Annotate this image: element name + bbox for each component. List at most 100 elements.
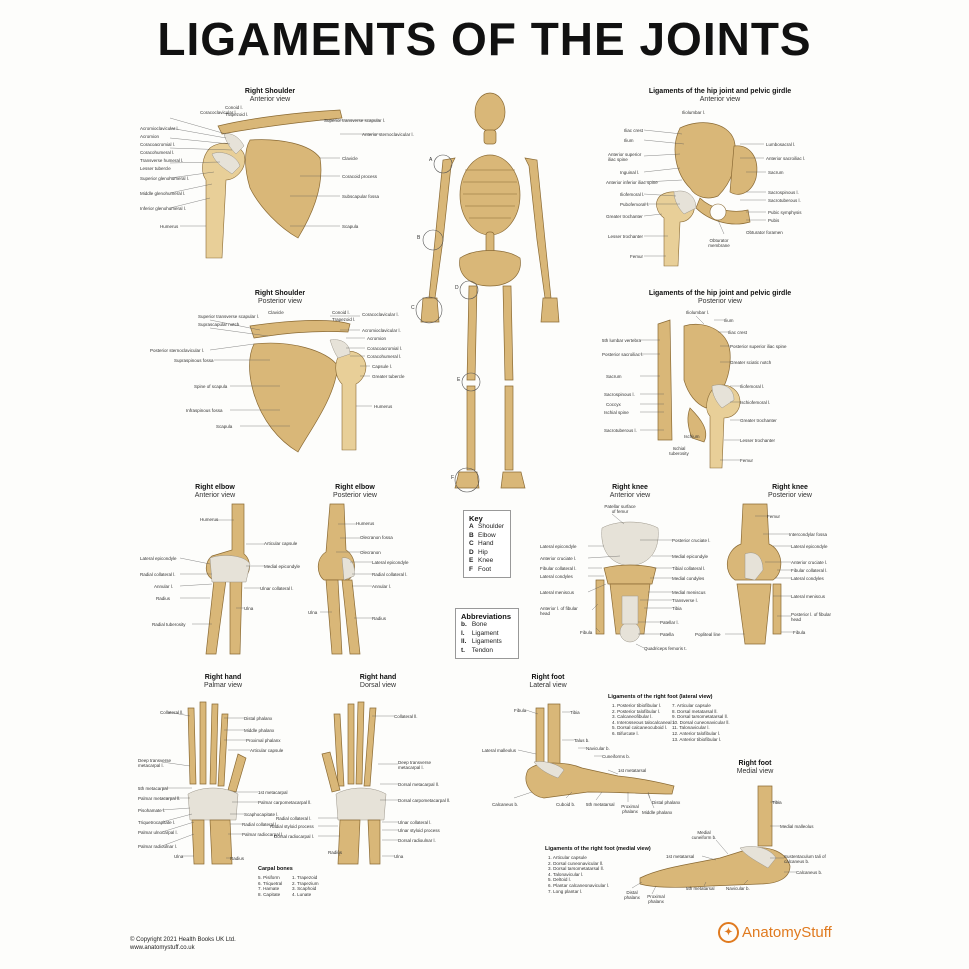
list-item: 5. Pisiform (258, 875, 280, 880)
label-fibular-collateral: Fibular collateral l. (540, 566, 577, 571)
label-quadriceps-femoris: Quadriceps femoris t. (644, 646, 687, 651)
abbreviation-item: l. Ligament (461, 629, 499, 637)
label-greater-sciatic-notch: Greater sciatic notch (730, 360, 772, 365)
label-olecranon: Olecranon (360, 550, 381, 555)
elbow-posterior-illustration (317, 503, 372, 655)
label-cuneiforms: Cuneiforms b. (602, 754, 631, 759)
label-fibula: Fibula (793, 630, 806, 635)
label-lateral-epicondyle: Lateral epicondyle (140, 556, 177, 561)
marker-d: D (455, 285, 459, 291)
panel-knee-anterior: Right knee Anterior view (540, 484, 720, 659)
panel-subtitle: Posterior view (768, 492, 812, 499)
label-lateral-condyles: Lateral condyles (791, 576, 824, 581)
label-talus: Talus b. (574, 738, 590, 743)
carpal-bones-list-right: 1. Trapezoid 2. Trapezium 3. Scaphoid 4.… (292, 875, 319, 897)
list-item: 5. Deltoid l. (548, 877, 571, 883)
panel-subtitle: Palmar view (203, 682, 243, 689)
label-sacrotuberous: Sacrotuberous l. (604, 428, 637, 433)
knee-posterior-illustration (725, 503, 793, 645)
label-inguinal: Inguinal l. (620, 170, 640, 175)
label-sacrum: Sacrum (606, 374, 622, 379)
label-ilium: Ilium (624, 138, 634, 143)
label-ischium: Ischium (684, 434, 700, 439)
label-radial-collateral: Radial collateral l. (372, 572, 408, 577)
label-calcaneus: Calcaneus b. (796, 870, 823, 875)
label-distal-phalanx: Distal phalanx (244, 716, 273, 721)
panel-subtitle: Dorsal view (359, 682, 397, 689)
list-item: 2. Trapezium (292, 880, 319, 886)
list-item: 1. Posterior tibiofibular l. (612, 703, 662, 708)
label-ulna: Ulna (174, 854, 184, 859)
marker-e: E (457, 377, 461, 383)
panel-title: Right hand (359, 674, 397, 681)
label-calcaneus: Calcaneus b. (492, 802, 519, 807)
label-humerus: Humerus (200, 517, 219, 522)
label-greater-trochanter: Greater trochanter (606, 214, 643, 219)
label-fibular-collateral: Fibular collateral l. (791, 568, 828, 573)
label-greater-tubercle: Greater tubercle (372, 374, 405, 379)
label-iliac-crest: Iliac crest (624, 128, 644, 133)
label-tibia: Tibia (570, 710, 580, 715)
label-palmar-radioulnar: Palmar radioulnar l. (138, 844, 178, 849)
shoulder-anterior-illustration (169, 109, 380, 259)
copyright-text: © Copyright 2021 Health Books UK Ltd. (130, 937, 236, 943)
hand-dorsal-illustration (318, 701, 398, 865)
label-tibia: Tibia (672, 606, 682, 611)
anatomystuff-logo-icon: ✦ (718, 922, 739, 943)
label-iliofemoral: Iliofemoral l. (620, 192, 645, 197)
list-item: 6. Triquetral (258, 880, 283, 886)
label-acromioclavicular: Acromioclavicular l. (362, 328, 401, 333)
label-anterior-superior-iliac-spine: Anterior superior iliac spine (608, 152, 642, 162)
label-superior-transverse-scapular: Superior transverse scapular l. (324, 118, 386, 123)
list-item: 13. Anterior tibiofibular l. (672, 736, 722, 742)
panel-title: Right foot (531, 674, 565, 681)
panel-title: Ligaments of the hip joint and pelvic gi… (648, 88, 792, 95)
panel-title: Ligaments of the hip joint and pelvic gi… (648, 290, 792, 297)
label-anterior-inferior-iliac-spine: Anterior inferior iliac spine (606, 180, 658, 185)
label-lateral-meniscus: Lateral meniscus (791, 594, 826, 599)
label-coracoid-process: Coracoid process (342, 174, 378, 179)
panel-subtitle: Anterior view (609, 492, 651, 499)
label-scapula: Scapula (216, 424, 233, 429)
label-proximal-phalanx: Proximal phalanx (246, 738, 281, 743)
panel-hand-palmar: Right hand Palmar view (138, 674, 312, 874)
label-spine-of-scapula: Spine of scapula (194, 384, 228, 389)
label-posterior-cruciate: Posterior cruciate l. (672, 538, 711, 543)
label-proximal-phalanx: Proximal phalanx (647, 894, 665, 904)
list-item: 1. Articular capsule (548, 855, 587, 860)
panel-subtitle: Posterior view (698, 298, 742, 305)
label-annular: Annular l. (154, 584, 174, 589)
label-anterior-sternoclavicular: Anterior sternoclavicular l. (362, 132, 414, 137)
label-ulna: Ulna (308, 610, 318, 615)
list-item: 7. Long plantar l. (548, 888, 583, 894)
label-middle-phalanx: Middle phalanx (642, 810, 673, 815)
label-pubis: Pubis (768, 218, 780, 223)
label-anterior-sacroiliac: Anterior sacroiliac l. (766, 156, 806, 161)
panel-foot-lateral: Right foot Lateral view Fibula Tibia Tal… (478, 674, 698, 834)
label-radial-collateral: Radial collateral l. (140, 572, 176, 577)
label-acromion: Acromion (140, 134, 160, 139)
label-navicular: Navicular b. (586, 746, 610, 751)
label-palmar-metacarpal: Palmar metacarpal ll. (138, 796, 181, 801)
list-item: 3. Dorsal tarsometatarsal ll. (548, 866, 604, 872)
label-olecranon-fossa: Olecranon fossa (360, 535, 393, 540)
label-posterior-l-of-fibular-head: Posterior l. of fibular head (791, 612, 832, 622)
panel-shoulder-posterior: Right Shoulder Posterior view Superior t… (150, 290, 410, 465)
label-ischial-tuberosity: Ischial tuberosity (669, 446, 689, 456)
label-ulna: Ulna (394, 854, 404, 859)
label-superior-glenohumeral: Superior glenohumeral l. (140, 176, 190, 181)
label-cuboid: Cuboid b. (556, 802, 576, 807)
panel-title: Right Shoulder (244, 88, 296, 95)
label-5th-metatarsal: 5th metatarsal (586, 802, 615, 807)
label-conoid: Conoid l. (225, 105, 243, 110)
list-item: 5. Dorsal calcaneocuboid l. (612, 725, 668, 731)
foot-lateral-list-left: 1. Posterior tibiofibular l. 2. Posterio… (612, 703, 675, 737)
panel-subtitle: Posterior view (258, 298, 302, 305)
label-collateral: Collateral ll. (394, 714, 418, 719)
label-fibula: Fibula (580, 630, 593, 635)
panel-subtitle: Posterior view (333, 492, 377, 499)
foot-lateral-list-right: 7. Articular capsule 8. Dorsal metatarsa… (672, 703, 730, 742)
panel-subtitle: Anterior view (699, 96, 741, 103)
